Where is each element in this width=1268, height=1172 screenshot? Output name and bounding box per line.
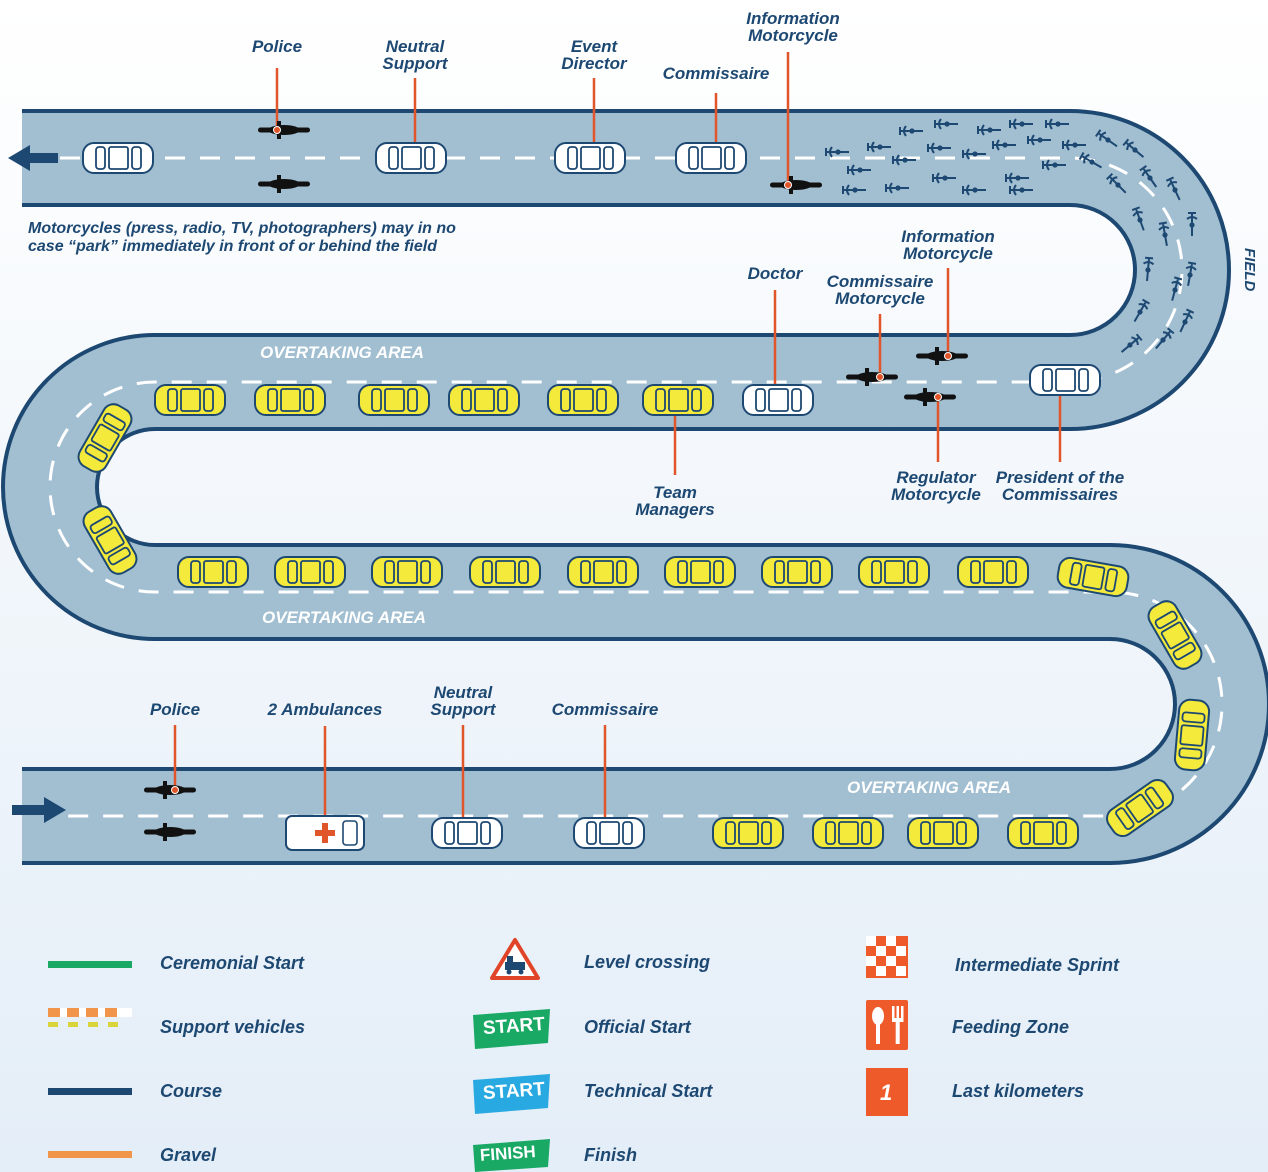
entry-arrow-icon	[12, 797, 66, 823]
overtaking-area-label-3: OVERTAKING AREA	[847, 778, 1012, 797]
event-director-car	[554, 142, 626, 174]
legend-last-kilometers: Last kilometers	[952, 1081, 1085, 1101]
commissaire-car	[675, 142, 747, 174]
label-police-top: Police	[251, 37, 303, 56]
ambulance-icon	[285, 815, 365, 851]
neutral-car	[82, 142, 154, 174]
team-car	[567, 556, 639, 588]
label-neutral-support-top: Neutral Support	[382, 37, 448, 73]
overtaking-area-label-1: OVERTAKING AREA	[260, 343, 425, 362]
team-car	[358, 384, 430, 416]
team-car	[177, 556, 249, 588]
last-km-badge-text: 1	[880, 1080, 893, 1105]
doctor-car	[742, 384, 814, 416]
team-car	[812, 817, 884, 849]
level-crossing-icon	[490, 938, 540, 980]
label-information-motorcycle-mid: Information Motorcycle	[901, 227, 995, 263]
label-police-bottom: Police	[149, 700, 201, 719]
legend-course: Course	[160, 1081, 223, 1101]
label-regulator-motorcycle: Regulator Motorcycle	[891, 468, 981, 504]
label-information-motorcycle-top: Information Motorcycle	[746, 9, 840, 45]
leader-lines	[173, 52, 1062, 832]
course-line	[48, 1088, 132, 1095]
team-car	[274, 556, 346, 588]
legend-feeding-zone: Feeding Zone	[952, 1017, 1069, 1037]
official-start-badge	[473, 1009, 550, 1049]
overtaking-area-label-2: OVERTAKING AREA	[262, 608, 427, 627]
legend-support-vehicles: Support vehicles	[160, 1017, 306, 1037]
motorcycles-note: Motorcycles (press, radio, TV, photograp…	[28, 220, 456, 255]
support-vehicles-icon	[48, 1008, 132, 1027]
last-kilometers-icon	[866, 1068, 908, 1116]
team-car	[664, 556, 736, 588]
finish-badge	[473, 1139, 550, 1172]
gravel-line	[48, 1151, 132, 1158]
team-car	[761, 556, 833, 588]
team-car	[1173, 697, 1211, 773]
label-team-managers: Team Managers	[635, 483, 715, 519]
legend-ceremonial-start: Ceremonial Start	[160, 953, 305, 973]
neutral-support-car	[375, 142, 447, 174]
commissaire-car	[573, 817, 645, 849]
legend-technical-start: Technical Start	[584, 1081, 713, 1101]
label-doctor: Doctor	[747, 264, 803, 283]
label-ambulances: 2 Ambulances	[267, 700, 383, 719]
team-car	[858, 556, 930, 588]
technical-start-badge-text: START	[482, 1078, 546, 1105]
team-car	[1007, 817, 1079, 849]
legend-gravel: Gravel	[160, 1145, 217, 1165]
feeding-zone-icon	[866, 1000, 908, 1050]
team-car	[371, 556, 443, 588]
label-commissaire-top: Commissaire	[662, 64, 770, 83]
technical-start-badge	[473, 1074, 550, 1114]
team-car	[448, 384, 520, 416]
team-car	[154, 384, 226, 416]
legend-icons	[48, 936, 908, 1172]
legend-official-start: Official Start	[584, 1017, 691, 1037]
team-car	[469, 556, 541, 588]
team-car	[547, 384, 619, 416]
intermediate-sprint-icon	[866, 936, 908, 978]
road	[1, 109, 1268, 865]
team-car	[642, 384, 714, 416]
finish-badge-text: FINISH	[479, 1142, 537, 1165]
legend-intermediate-sprint: Intermediate Sprint	[955, 955, 1120, 975]
team-car	[957, 556, 1029, 588]
team-car	[907, 817, 979, 849]
label-president-commissaires: President of the Commissaires	[995, 468, 1125, 504]
exit-arrow-icon	[8, 145, 58, 171]
label-event-director: Event Director	[561, 37, 627, 73]
legend-level-crossing: Level crossing	[584, 952, 711, 972]
label-commissaire-motorcycle: Commissaire Motorcycle	[826, 272, 934, 308]
ceremonial-start-line	[48, 961, 132, 968]
label-commissaire-bottom: Commissaire	[551, 700, 659, 719]
president-commissaires-car	[1029, 364, 1101, 396]
legend-finish: Finish	[584, 1145, 637, 1165]
label-field: FIELD	[1241, 248, 1258, 292]
neutral-support-car	[431, 817, 503, 849]
team-car	[712, 817, 784, 849]
official-start-badge-text: START	[482, 1013, 546, 1040]
team-car	[254, 384, 326, 416]
label-neutral-support-bottom: Neutral Support	[430, 683, 496, 719]
